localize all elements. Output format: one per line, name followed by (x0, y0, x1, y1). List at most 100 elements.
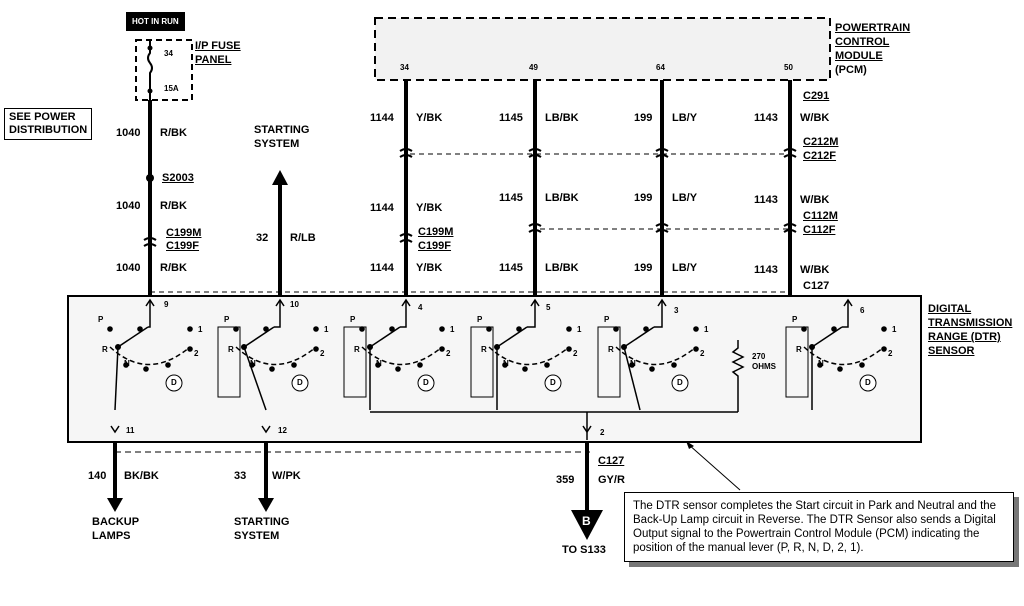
switch-contact-dot (269, 366, 275, 372)
switch-label-r: R (481, 345, 487, 354)
switch-contact-dot (263, 326, 269, 332)
d-position-circle (544, 374, 562, 392)
switch-contact-dot (881, 326, 887, 332)
starting-system-bottom-2: SYSTEM (234, 530, 280, 542)
circuit-number: 359 (556, 474, 575, 486)
switch-contact-dot (629, 362, 635, 368)
resistor-value: 270 (752, 352, 766, 361)
switch-label-1: 1 (577, 325, 582, 334)
switch-label-r: R (354, 345, 360, 354)
switch-output-line (400, 300, 407, 328)
switch-inner-box (785, 326, 809, 398)
dtr-description-note: The DTR sensor completes the Start circu… (624, 492, 1014, 562)
dtr-title-3: RANGE (DTR) (928, 331, 1001, 343)
wire-color: LB/Y (672, 192, 698, 204)
circuit-number: 1145 (499, 192, 523, 204)
switch-contact-dot (165, 362, 171, 368)
pcm-wires (404, 80, 792, 295)
switch-arm (243, 326, 275, 348)
switch-contact-dot (389, 326, 395, 332)
switch-label-n: N (376, 359, 382, 368)
switch-contact-dot (143, 366, 149, 372)
fuse-symbol (147, 40, 153, 100)
switch-label-1: 1 (892, 325, 897, 334)
d-position-circle (859, 374, 877, 392)
switch-inner-box (217, 326, 241, 398)
switch-contact-arc (615, 346, 697, 366)
switch-contact-dot (395, 366, 401, 372)
circuit-number: 1143 (754, 264, 778, 276)
switch-contact-dot (502, 362, 508, 368)
pin-arrow (275, 298, 285, 307)
switch-contact-dot (566, 326, 572, 332)
switch-label-n: N (503, 359, 509, 368)
switch-contact-dot (187, 346, 193, 352)
switch-contact-dot (693, 326, 699, 332)
switch-contact-dot (859, 362, 865, 368)
switch-contact-dot (439, 326, 445, 332)
switch-contact-dot (801, 326, 807, 332)
switch-label-r: R (608, 345, 614, 354)
circuit-number: 199 (634, 192, 653, 204)
connector-b-label: B (582, 514, 591, 528)
switch-label-p: P (477, 315, 483, 324)
switch-contact-dot (522, 366, 528, 372)
wire-color: R/BK (160, 262, 187, 274)
to-s133-label: TO S133 (562, 544, 606, 556)
connector-label: C212F (803, 150, 837, 162)
switch-output-line (842, 300, 849, 328)
switch-label-p: P (98, 315, 104, 324)
switch-label-1: 1 (704, 325, 709, 334)
circuit-number: 1040 (116, 262, 141, 274)
dtr-pin: 5 (546, 303, 551, 312)
fuse-panel-title: I/P FUSE (195, 40, 241, 52)
switch-contact-dot (137, 326, 143, 332)
d-position-circle (671, 374, 689, 392)
switch-label-2: 2 (194, 349, 199, 358)
switch-label-d: D (297, 378, 303, 387)
d-position-circle (291, 374, 309, 392)
fuse-panel-title2: PANEL (195, 54, 232, 66)
switch-contact-dot (313, 346, 319, 352)
wire-color: R/BK (160, 200, 187, 212)
arrow-down-icon (258, 498, 274, 512)
pin-arrow (401, 298, 411, 307)
switch-contact-dot (544, 362, 550, 368)
pcm-pin-34: 34 (400, 63, 409, 72)
arrow-down-icon (107, 498, 123, 512)
pcm-title-2: CONTROL (835, 36, 890, 48)
resistor-unit: OHMS (752, 362, 776, 371)
switch-output-line (148, 300, 151, 328)
switch-label-d: D (865, 378, 871, 387)
switch-contact-dot (107, 326, 113, 332)
d-position-circle (165, 374, 183, 392)
pcm-title-1: POWERTRAIN (835, 22, 911, 34)
switch-contact-dot (881, 346, 887, 352)
wire-color: BK/BK (124, 470, 159, 482)
switch-label-n: N (124, 359, 130, 368)
arrow-up-icon (272, 170, 288, 185)
backup-lamps-1: BACKUP (92, 516, 140, 528)
wire-color: LB/Y (672, 262, 698, 274)
hot-in-run-label: HOT IN RUN (126, 12, 185, 31)
circuit-number: 1144 (370, 262, 394, 274)
wire-color: LB/BK (545, 262, 579, 274)
dtr-pin: 11 (126, 426, 135, 435)
resistor-symbol (731, 340, 745, 412)
circuit-number: 1040 (116, 200, 141, 212)
see-power-distribution-box[interactable]: SEE POWER DISTRIBUTION (4, 108, 93, 140)
connector-label: C212M (803, 136, 839, 148)
dtr-sensor-box (67, 295, 922, 443)
switch-output-line (654, 300, 663, 328)
circuit-number: 1144 (370, 202, 394, 214)
dtr-pin: 3 (674, 306, 679, 315)
switch-label-1: 1 (324, 325, 329, 334)
wire-color: W/PK (272, 470, 301, 482)
switch-contact-dot (516, 326, 522, 332)
switch-label-n: N (250, 359, 256, 368)
circuit-number: 140 (88, 470, 107, 482)
switch-label-n: N (630, 359, 636, 368)
switch-arm (811, 326, 843, 348)
circuit-number: 33 (234, 470, 247, 482)
